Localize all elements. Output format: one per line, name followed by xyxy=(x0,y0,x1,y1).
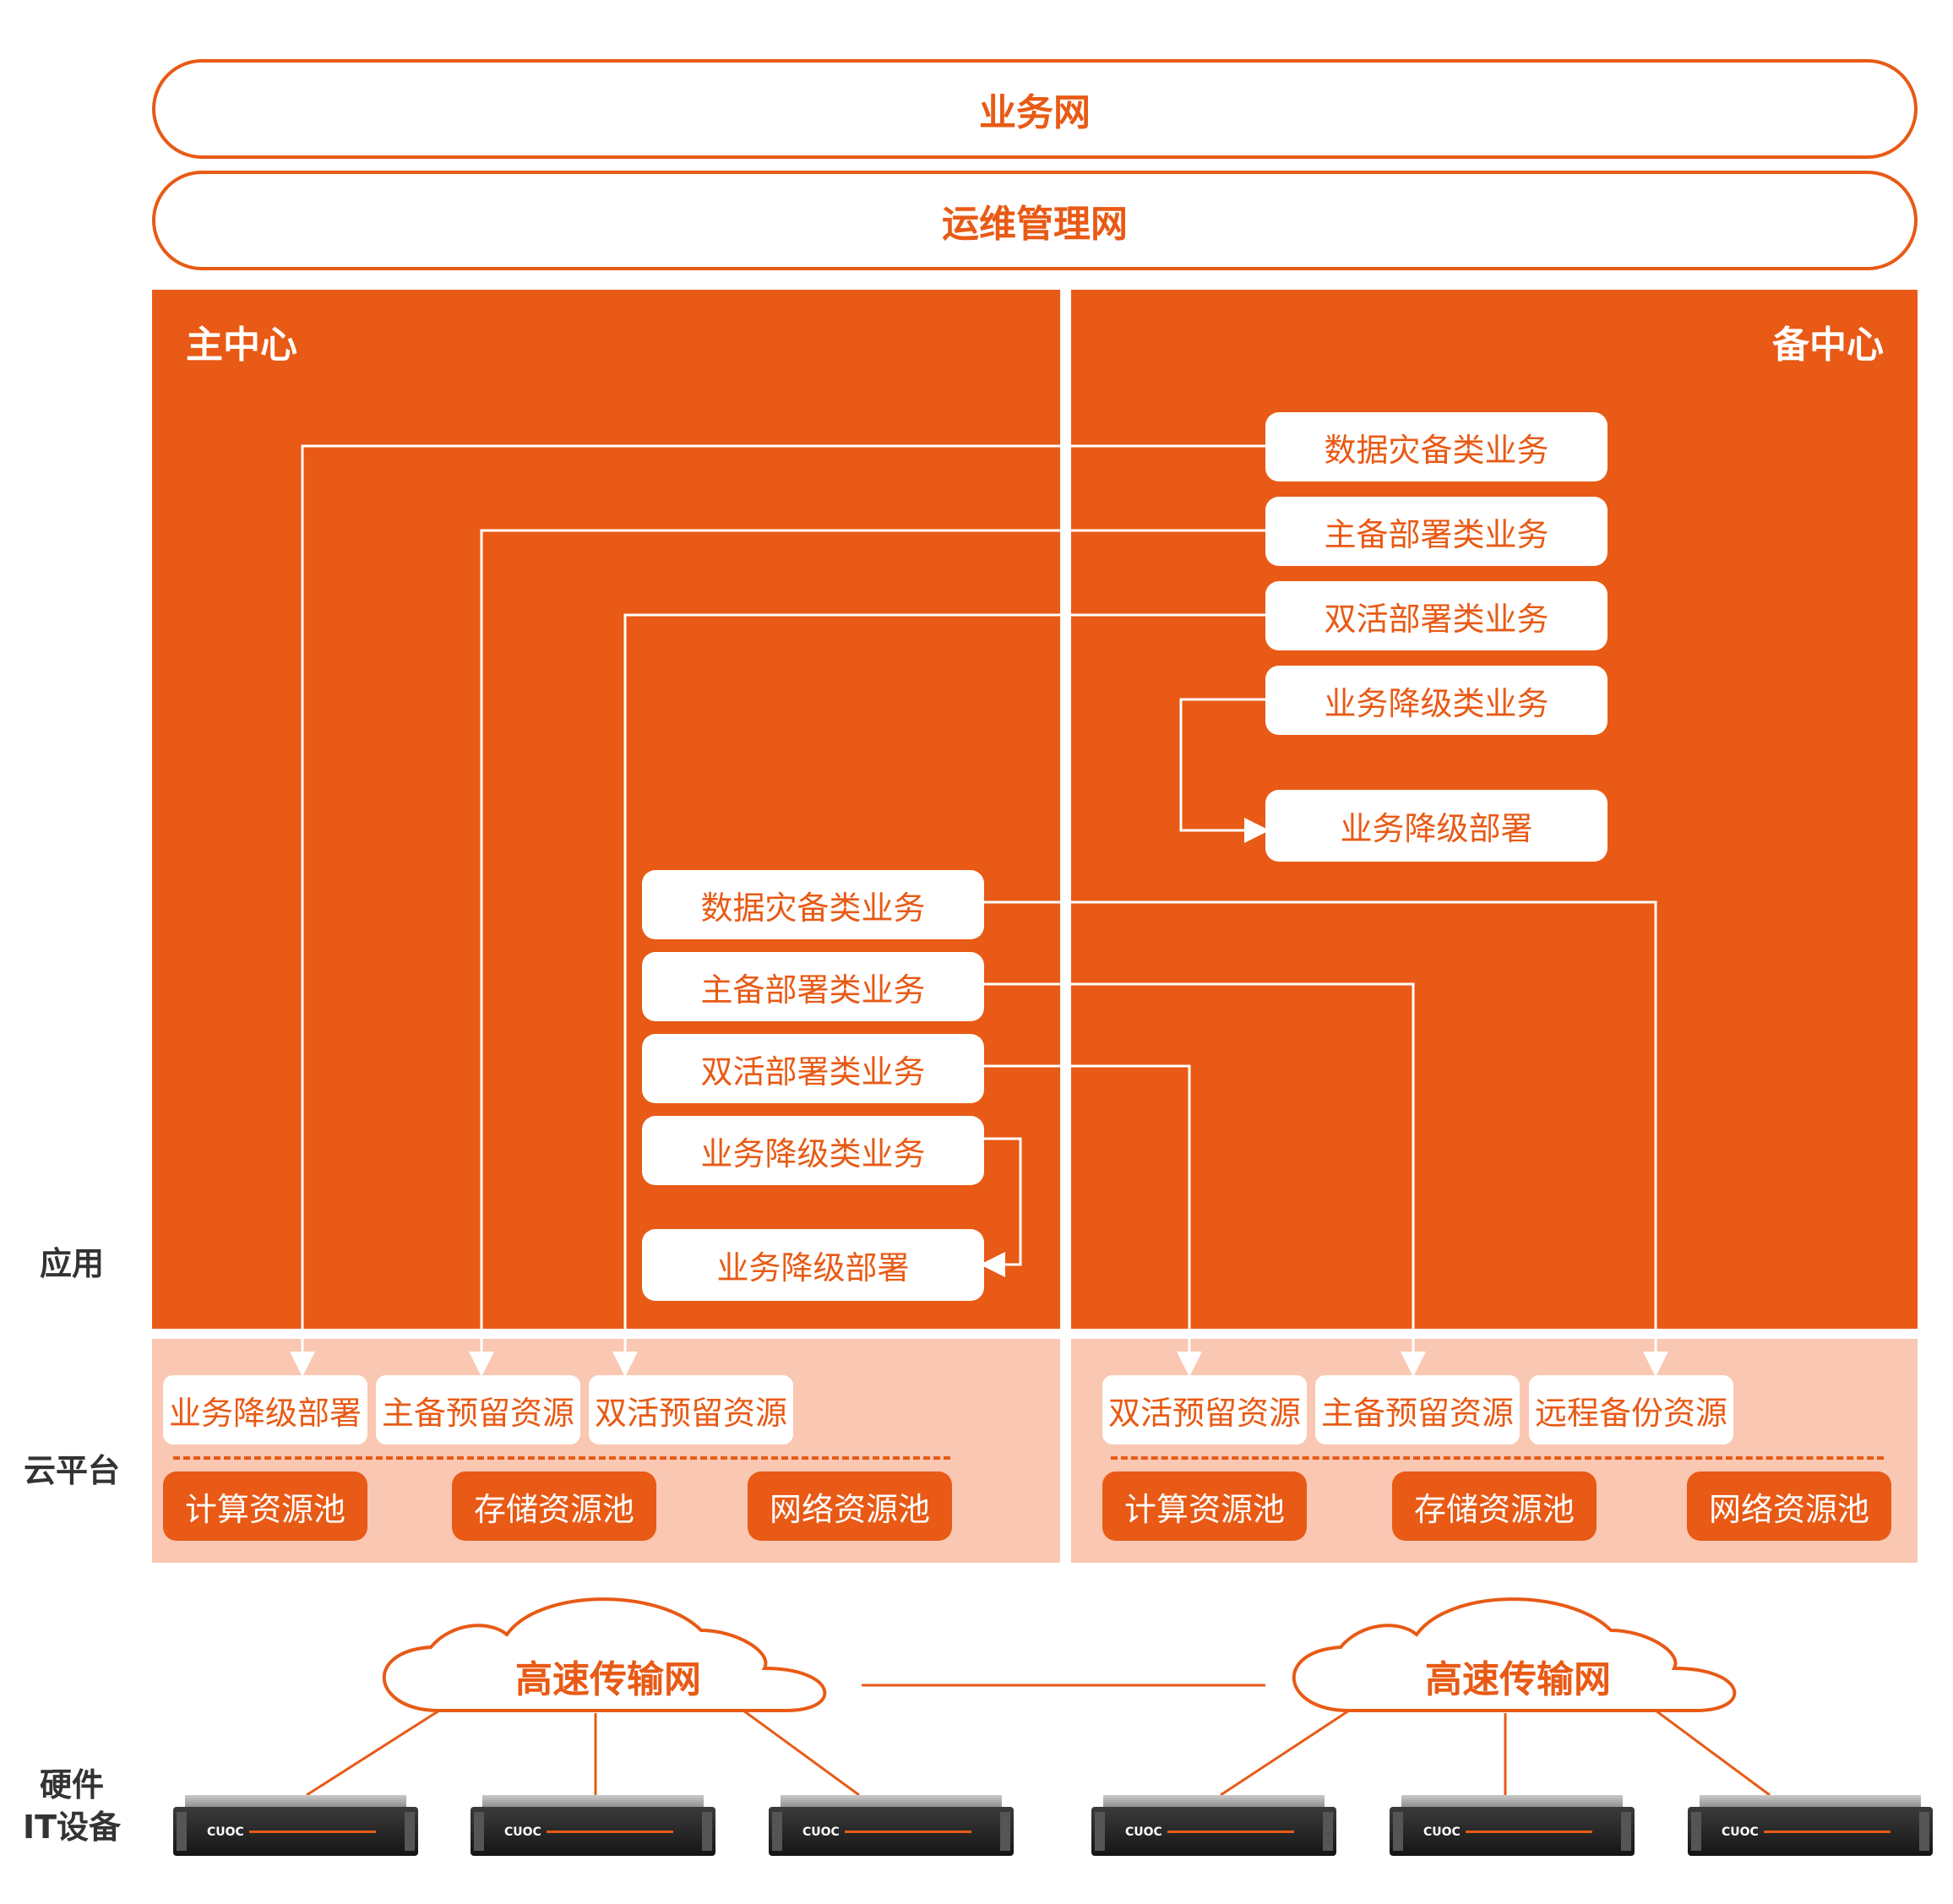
ops-network-bar: 运维管理网 xyxy=(152,171,1918,270)
layer-label-hw-line1: 硬件 xyxy=(39,1766,104,1803)
backup-service-dr[interactable]: 数据灾备类业务 xyxy=(1265,412,1608,481)
layer-label-app: 应用 xyxy=(39,1245,104,1282)
transport-network-right: 高速传输网 xyxy=(1425,1658,1611,1701)
primary-resource-aa[interactable]: 双活预留资源 xyxy=(589,1375,793,1444)
primary-service-dr[interactable]: 数据灾备类业务 xyxy=(642,870,984,939)
server-5: CUOC xyxy=(1390,1795,1635,1856)
primary-pool-network[interactable]: 网络资源池 xyxy=(748,1472,952,1541)
layer-label-hw: 硬件 IT设备 xyxy=(8,1764,135,1848)
connector-primary-degrade xyxy=(980,1137,1022,1277)
backup-pool-network[interactable]: 网络资源池 xyxy=(1687,1472,1891,1541)
backup-center-title: 备中心 xyxy=(1772,324,1884,367)
connector-aa-to-backup xyxy=(982,1064,1202,1377)
layer-label-hw-line2: IT设备 xyxy=(22,1809,122,1846)
layer-label-cloud: 云平台 xyxy=(23,1452,120,1489)
server-brand-label: CUOC xyxy=(1423,1825,1461,1839)
server-brand-label: CUOC xyxy=(802,1825,840,1839)
server-brand-label: CUOC xyxy=(207,1825,244,1839)
server-brand-label: CUOC xyxy=(1125,1825,1162,1839)
primary-center-title: 主中心 xyxy=(186,324,297,367)
connector-backup-degrade xyxy=(1179,698,1270,843)
backup-service-degrade[interactable]: 业务降级类业务 xyxy=(1265,666,1608,735)
cloud-shape-left xyxy=(383,1597,827,1712)
primary-service-ms[interactable]: 主备部署类业务 xyxy=(642,952,984,1021)
server-4: CUOC xyxy=(1091,1795,1336,1856)
backup-pool-storage[interactable]: 存储资源池 xyxy=(1392,1472,1597,1541)
backup-pool-compute[interactable]: 计算资源池 xyxy=(1102,1472,1307,1541)
transport-network-left: 高速传输网 xyxy=(515,1658,701,1701)
backup-resource-remote[interactable]: 远程备份资源 xyxy=(1529,1375,1733,1444)
connector-aa-to-primary xyxy=(612,613,1265,1377)
backup-degrade-deploy[interactable]: 业务降级部署 xyxy=(1265,790,1608,862)
business-network-bar: 业务网 xyxy=(152,59,1918,159)
ops-network-label: 运维管理网 xyxy=(942,203,1128,246)
server-3: CUOC xyxy=(769,1795,1014,1856)
backup-resource-aa[interactable]: 双活预留资源 xyxy=(1102,1375,1307,1444)
cloud-shape-right xyxy=(1292,1597,1737,1712)
primary-service-aa[interactable]: 双活部署类业务 xyxy=(642,1034,984,1103)
server-2: CUOC xyxy=(471,1795,715,1856)
server-6: CUOC xyxy=(1688,1795,1933,1856)
primary-cloud-divider xyxy=(173,1456,950,1460)
server-brand-label: CUOC xyxy=(504,1825,541,1839)
primary-pool-compute[interactable]: 计算资源池 xyxy=(163,1472,367,1541)
connector-ms-to-backup xyxy=(982,982,1426,1377)
server-brand-label: CUOC xyxy=(1722,1825,1759,1839)
backup-resource-ms[interactable]: 主备预留资源 xyxy=(1315,1375,1520,1444)
backup-cloud-divider xyxy=(1111,1456,1884,1460)
connector-dr-to-backup xyxy=(982,900,1668,1377)
primary-service-degrade[interactable]: 业务降级类业务 xyxy=(642,1116,984,1185)
connector-ms-to-primary xyxy=(469,529,1265,1377)
connector-dr-to-primary xyxy=(290,444,1265,1377)
primary-resource-ms[interactable]: 主备预留资源 xyxy=(376,1375,580,1444)
backup-service-aa[interactable]: 双活部署类业务 xyxy=(1265,581,1608,650)
primary-pool-storage[interactable]: 存储资源池 xyxy=(452,1472,656,1541)
business-network-label: 业务网 xyxy=(979,91,1091,134)
backup-service-ms[interactable]: 主备部署类业务 xyxy=(1265,497,1608,566)
primary-degrade-deploy[interactable]: 业务降级部署 xyxy=(642,1229,984,1301)
primary-resource-degrade[interactable]: 业务降级部署 xyxy=(163,1375,367,1444)
server-1: CUOC xyxy=(173,1795,418,1856)
